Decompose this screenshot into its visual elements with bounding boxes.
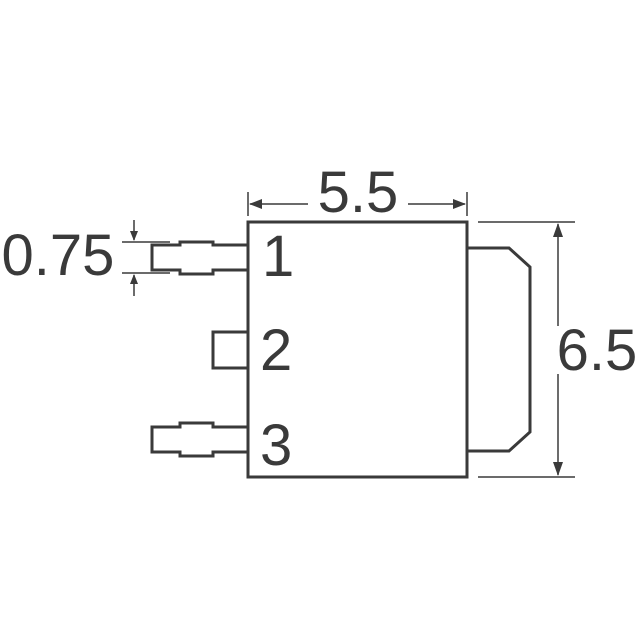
lead-width-dimension-label: 0.75 xyxy=(2,223,115,288)
width-dimension: 5.5 xyxy=(247,160,468,225)
arrow-down-icon xyxy=(553,462,563,476)
arrow-down-icon xyxy=(130,231,138,241)
pin-1-label: 1 xyxy=(262,224,294,289)
pin-2-label: 2 xyxy=(260,318,292,383)
arrow-left-icon xyxy=(249,199,262,209)
pin-2-stub xyxy=(211,330,248,370)
pin-1-lead xyxy=(150,240,248,276)
arrow-up-icon xyxy=(553,223,563,237)
package-body xyxy=(246,220,469,479)
lead-width-dimension: 0.75 xyxy=(2,220,170,296)
pin-3-label: 3 xyxy=(260,413,292,478)
arrow-right-icon xyxy=(453,199,466,209)
heatsink-tab xyxy=(467,246,532,453)
height-dimension: 6.5 xyxy=(478,221,638,478)
arrow-up-icon xyxy=(130,274,138,284)
width-dimension-label: 5.5 xyxy=(318,160,399,225)
pin-3-lead xyxy=(150,421,248,458)
height-dimension-label: 6.5 xyxy=(557,318,638,383)
